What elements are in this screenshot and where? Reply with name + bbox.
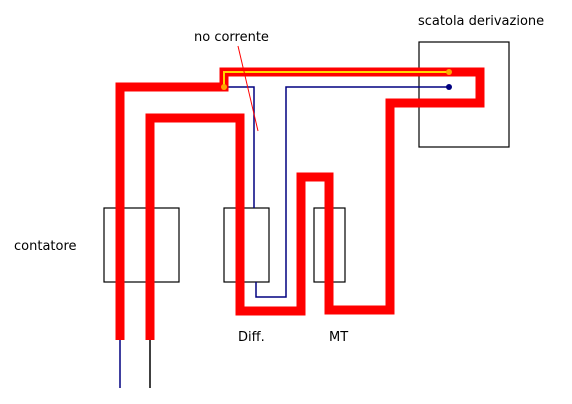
- no-current-pointer: [237, 45, 259, 132]
- junction-box-label: scatola derivazione: [418, 14, 544, 29]
- thermal-breaker-label: MT: [329, 330, 348, 345]
- no-current-label: no corrente: [194, 30, 269, 45]
- meter-box: [103, 207, 180, 283]
- differential-box: [223, 207, 270, 283]
- neutral-wire-differential: [224, 86, 255, 208]
- junction-node-left: [221, 84, 227, 90]
- neutral-wire-return: [255, 86, 449, 298]
- neutral-node: [446, 84, 452, 90]
- meter-label: contatore: [14, 239, 77, 254]
- live-wire-main: [115, 67, 485, 340]
- differential-label: Diff.: [238, 330, 265, 345]
- junction-box: [418, 41, 510, 148]
- junction-node-right: [446, 69, 452, 75]
- highlighted-no-current-wire: [223, 71, 449, 87]
